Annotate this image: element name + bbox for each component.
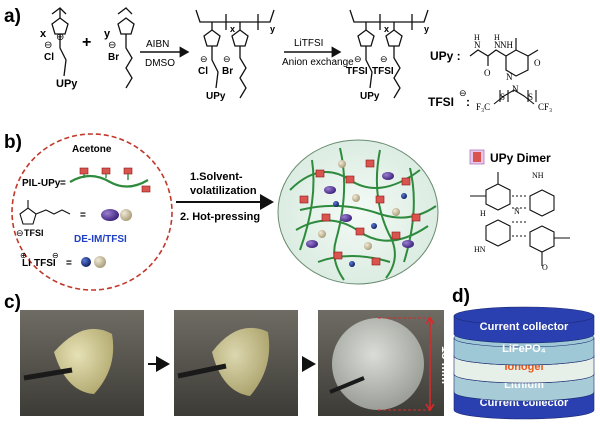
charge-n-1: ⊕	[56, 32, 64, 43]
ionic-liquid-structure	[19, 200, 71, 225]
tfsi-atom-n: N	[512, 84, 519, 94]
upy-atom-nh: NH	[500, 40, 513, 50]
charge-br: ⊖	[108, 40, 116, 51]
tfsi-structure	[493, 89, 537, 105]
counterion-cl-1: Cl	[44, 52, 54, 63]
dimer-atom-nh: NH	[532, 171, 544, 180]
cell-layer-label-1: LiFePO₄	[502, 343, 546, 355]
scale-bar	[378, 316, 435, 412]
poly2-charge-2: ⊖	[380, 54, 388, 64]
upy-atom-o2: O	[534, 58, 541, 68]
upy-atom-n1: N	[474, 40, 481, 50]
monomer-il-ethoxy	[117, 7, 135, 89]
dimer-key-icon	[473, 152, 481, 162]
reagent-anion-exchange: Anion exchange	[282, 57, 354, 68]
dimer-atom-h: H	[480, 209, 486, 218]
reagent-dmso: DMSO	[145, 58, 175, 69]
li-ball	[81, 257, 91, 267]
poly2-tfsi-1: TFSI	[346, 66, 368, 77]
cell-layer-0: Current collector	[453, 306, 595, 344]
plus-sign: +	[82, 34, 91, 51]
upy-atom-n2: N	[494, 40, 501, 50]
tfsi-charge: ⊖	[459, 88, 467, 98]
panel-label-b: b)	[4, 132, 22, 153]
tfsi-colon: :	[466, 95, 470, 109]
step-2: 2. Hot-pressing	[180, 211, 260, 223]
poly2-tfsi-2: TFSI	[372, 66, 394, 77]
pil-equals: =	[60, 178, 66, 189]
poly1-subscript-y: y	[270, 24, 275, 34]
upy-tail-1: UPy	[56, 78, 78, 90]
il-name: DE-IM/TFSI	[74, 234, 127, 245]
li-charge: ⊕	[20, 251, 27, 260]
il-charge-minus: ⊖	[16, 228, 24, 238]
step-1-line-1: 1.Solvent-	[190, 171, 243, 183]
upy-dimer-structure	[470, 172, 570, 266]
cell-stack: Current collectorLithiumIonogelLiFePO₄Cu…	[453, 306, 595, 420]
precursor-solution-circle	[11, 133, 173, 291]
poly1-upy: UPy	[206, 91, 226, 102]
il-equals: =	[80, 210, 86, 221]
li-equals: =	[66, 258, 72, 269]
panel-label-a: a)	[4, 6, 21, 27]
poly1-subscript-x: x	[230, 24, 235, 34]
poly1-cl: Cl	[198, 66, 208, 77]
il-anion-ball	[120, 209, 132, 221]
step-1-line-2: volatilization	[190, 185, 257, 197]
il-cation-ball	[101, 209, 119, 221]
poly2-upy: UPy	[360, 91, 380, 102]
photo-1	[20, 310, 144, 416]
upy-atom-o1: O	[484, 68, 491, 78]
tfsi-atom-s1: S	[500, 92, 505, 102]
poly1-br: Br	[222, 66, 233, 77]
photo-2	[174, 310, 298, 416]
upy-atom-h2: H	[494, 33, 500, 42]
reagent-aibn: AIBN	[146, 39, 169, 50]
pil-upy-label: PIL-UPy	[22, 178, 61, 189]
poly1-charge-br: ⊖	[223, 54, 231, 64]
solvent-label: Acetone	[72, 144, 112, 155]
ionogel-network	[277, 139, 439, 285]
monomer-il-upy	[51, 7, 69, 77]
cell-layer-label-0: Current collector	[480, 321, 569, 333]
charge-cl: ⊖	[44, 40, 52, 51]
dimer-title: UPy Dimer	[490, 151, 551, 165]
counterion-br-1: Br	[108, 52, 119, 63]
poly2-subscript-y: y	[424, 24, 429, 34]
li-tfsi-charge: ⊖	[52, 251, 59, 260]
tfsi-atom-s2: S	[528, 92, 533, 102]
upy-atom-n3: N	[506, 72, 513, 82]
coef-x: x	[40, 28, 47, 40]
panel-label-d: d)	[452, 286, 470, 307]
dimer-atom-hn: HN	[474, 245, 486, 254]
dimer-atom-o: O	[542, 263, 548, 272]
panel-label-c: c)	[4, 292, 21, 313]
scale-label: 18 mm	[439, 346, 453, 384]
coef-y: y	[104, 28, 111, 40]
upy-atom-h1: H	[474, 33, 480, 42]
poly1-charge-cl: ⊖	[200, 54, 208, 64]
tfsi-atom-cf3b: CF₃	[538, 102, 552, 112]
il-tfsi: TFSI	[24, 228, 44, 238]
poly2-subscript-x: x	[384, 24, 389, 34]
li-tfsi-ball	[94, 256, 106, 268]
poly2-charge-1: ⊖	[354, 54, 362, 64]
dimer-atom-n: N	[514, 207, 520, 216]
copolymer-halide	[195, 9, 275, 99]
reagent-litfsi: LiTFSI	[294, 38, 323, 49]
pil-chain-icon	[69, 167, 151, 193]
li-tfsi-label: TFSI	[34, 258, 56, 269]
photo-3	[318, 310, 444, 416]
upy-structure	[469, 38, 539, 77]
li-label: Li	[22, 258, 31, 269]
copolymer-tfsi	[349, 9, 429, 99]
tfsi-definition-label: TFSI	[428, 95, 454, 109]
tfsi-atom-cf3a: F₃C	[476, 102, 490, 112]
upy-definition-label: UPy :	[430, 49, 461, 63]
